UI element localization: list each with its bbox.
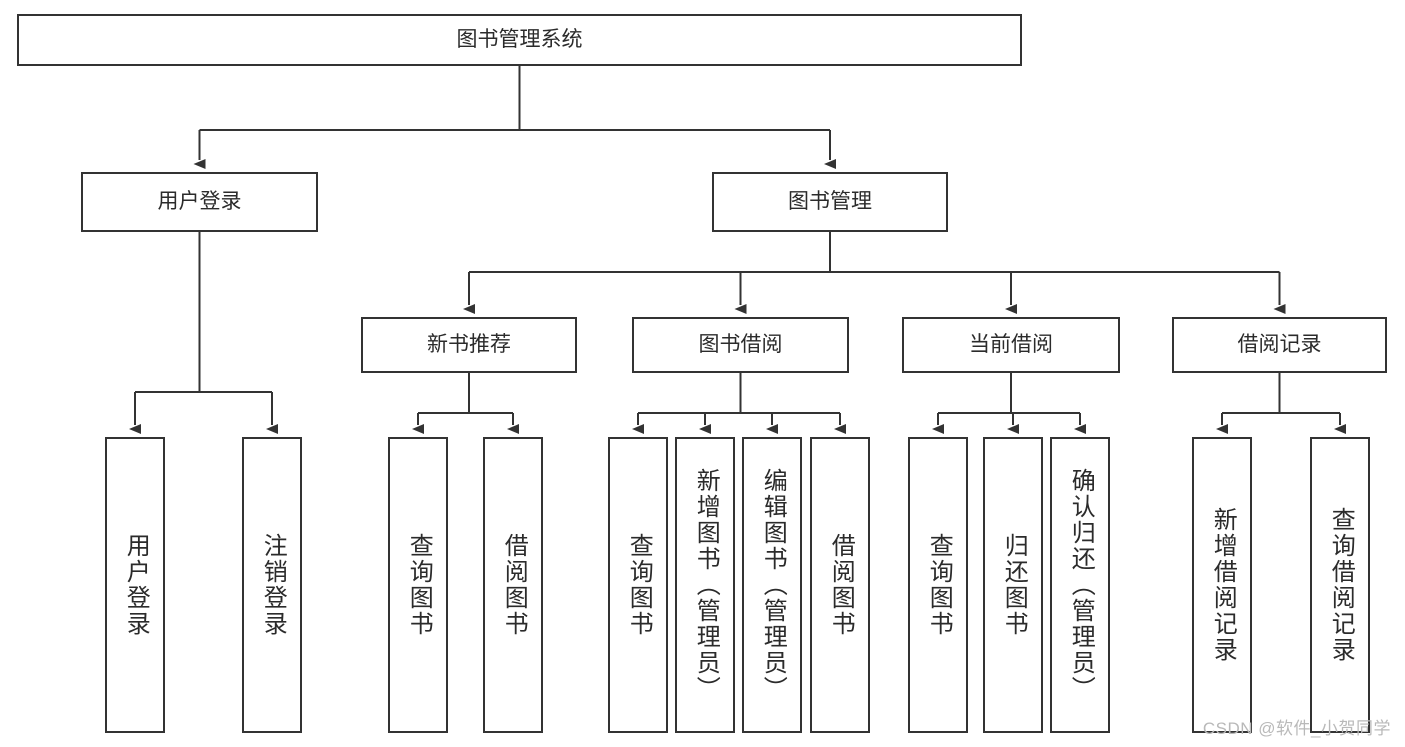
node-root[interactable]: 图书管理系统 — [17, 14, 1022, 66]
node-label-leaf-query-book-3: 查询图书 — [925, 533, 953, 637]
node-leaf-edit-book[interactable]: 编辑图书（管理员） — [742, 437, 802, 733]
node-label-leaf-add-book: 新增图书（管理员） — [692, 468, 720, 702]
node-leaf-user-login[interactable]: 用户登录 — [105, 437, 165, 733]
node-label-borrow-record: 借阅记录 — [1237, 332, 1322, 356]
node-label-leaf-query-book-2: 查询图书 — [625, 533, 653, 637]
node-label-book-borrow: 图书借阅 — [698, 332, 783, 356]
node-new-book-recommend[interactable]: 新书推荐 — [361, 317, 577, 373]
node-label-leaf-borrow-book-2: 借阅图书 — [827, 533, 855, 637]
node-label-leaf-query-record: 查询借阅记录 — [1327, 507, 1355, 663]
node-leaf-borrow-book-1[interactable]: 借阅图书 — [483, 437, 543, 733]
node-current-borrow[interactable]: 当前借阅 — [902, 317, 1120, 373]
node-book-manage[interactable]: 图书管理 — [712, 172, 948, 232]
node-label-leaf-logout: 注销登录 — [259, 533, 287, 637]
node-user-login[interactable]: 用户登录 — [81, 172, 318, 232]
node-label-new-book-recommend: 新书推荐 — [427, 332, 511, 356]
node-leaf-borrow-book-2[interactable]: 借阅图书 — [810, 437, 870, 733]
node-leaf-query-record[interactable]: 查询借阅记录 — [1310, 437, 1370, 733]
node-label-leaf-confirm-return: 确认归还（管理员） — [1067, 468, 1095, 702]
node-book-borrow[interactable]: 图书借阅 — [632, 317, 849, 373]
node-leaf-query-book-1[interactable]: 查询图书 — [388, 437, 448, 733]
node-leaf-return-book[interactable]: 归还图书 — [983, 437, 1043, 733]
node-label-leaf-user-login: 用户登录 — [122, 533, 150, 637]
node-label-leaf-borrow-book-1: 借阅图书 — [500, 533, 528, 637]
node-leaf-query-book-2[interactable]: 查询图书 — [608, 437, 668, 733]
node-leaf-add-record[interactable]: 新增借阅记录 — [1192, 437, 1252, 733]
node-label-leaf-add-record: 新增借阅记录 — [1209, 507, 1237, 663]
node-borrow-record[interactable]: 借阅记录 — [1172, 317, 1387, 373]
node-label-leaf-edit-book: 编辑图书（管理员） — [759, 468, 787, 702]
node-label-leaf-query-book-1: 查询图书 — [405, 533, 433, 637]
node-label-current-borrow: 当前借阅 — [969, 332, 1053, 356]
edges — [129, 66, 1346, 434]
node-leaf-query-book-3[interactable]: 查询图书 — [908, 437, 968, 733]
node-label-user-login: 用户登录 — [157, 189, 242, 213]
node-leaf-confirm-return[interactable]: 确认归还（管理员） — [1050, 437, 1110, 733]
node-leaf-logout[interactable]: 注销登录 — [242, 437, 302, 733]
watermark: CSDN @软件_小贺同学 — [1202, 719, 1391, 738]
node-leaf-add-book[interactable]: 新增图书（管理员） — [675, 437, 735, 733]
node-label-leaf-return-book: 归还图书 — [1000, 533, 1028, 637]
node-label-book-manage: 图书管理 — [788, 189, 872, 213]
node-label-root: 图书管理系统 — [456, 27, 583, 51]
